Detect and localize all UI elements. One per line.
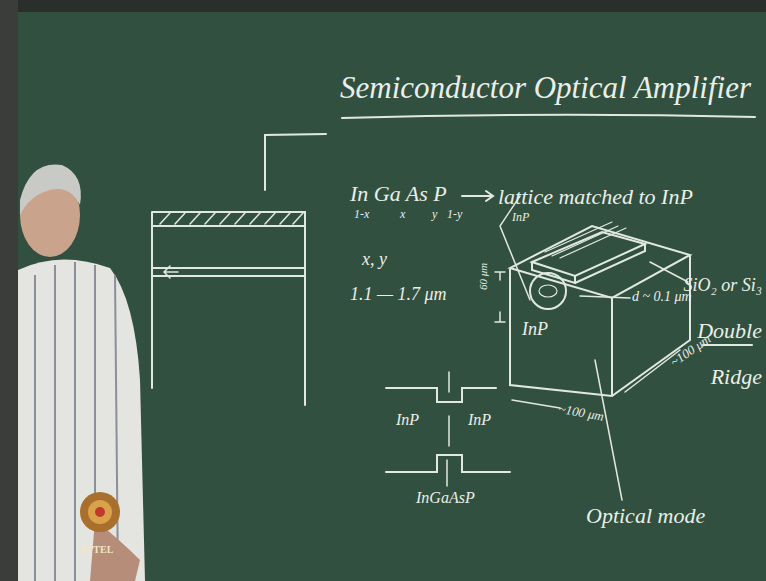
device-block	[510, 226, 690, 396]
variable-label: x, y	[362, 250, 387, 268]
chalk-drawing	[152, 115, 755, 500]
dimension-label: 60 μm	[478, 263, 489, 290]
material-label: InP	[522, 320, 548, 338]
subscript: 1-y	[447, 208, 462, 220]
structure-label: Ridge	[711, 366, 762, 388]
arrow	[164, 266, 178, 278]
structure-label: Double	[697, 320, 762, 342]
formula: In Ga As P	[350, 183, 447, 205]
material-label: InP	[468, 412, 491, 428]
material-label: SiO₂ or Si₃	[683, 276, 762, 294]
underline	[342, 115, 755, 118]
optical-mode	[530, 273, 566, 309]
underline	[703, 344, 752, 346]
band-edge	[386, 455, 510, 472]
logo	[80, 492, 120, 532]
leader-line	[580, 296, 630, 298]
lecturer	[18, 164, 145, 581]
note: lattice matched to InP	[498, 186, 693, 208]
material-label: InP	[512, 211, 529, 223]
callout-label: Optical mode	[586, 505, 705, 527]
material-label: InP	[396, 412, 419, 428]
dimension	[512, 350, 680, 408]
dimension	[495, 272, 505, 322]
leader-line	[650, 262, 688, 282]
hatching	[160, 213, 303, 224]
material-label: InGaAsP	[416, 490, 475, 506]
arrow	[462, 191, 493, 201]
leader-line	[265, 134, 326, 190]
leader-line	[446, 460, 448, 486]
dimension-label: d ~ 0.1 μm	[632, 290, 692, 304]
hatching	[545, 222, 626, 258]
logo-text: NPTEL	[80, 545, 113, 555]
lecture-title: Semiconductor Optical Amplifier	[340, 72, 751, 103]
subscript: 1-x	[354, 208, 369, 220]
leader-line	[500, 196, 622, 500]
wavelength-range: 1.1 — 1.7 μm	[350, 285, 447, 303]
board-frame	[0, 0, 766, 12]
subscript: y	[432, 208, 437, 220]
board-frame	[0, 0, 18, 581]
band-gap	[448, 372, 450, 446]
band-edge	[386, 388, 496, 402]
subscript: x	[400, 208, 405, 220]
device-sketch	[152, 212, 305, 405]
